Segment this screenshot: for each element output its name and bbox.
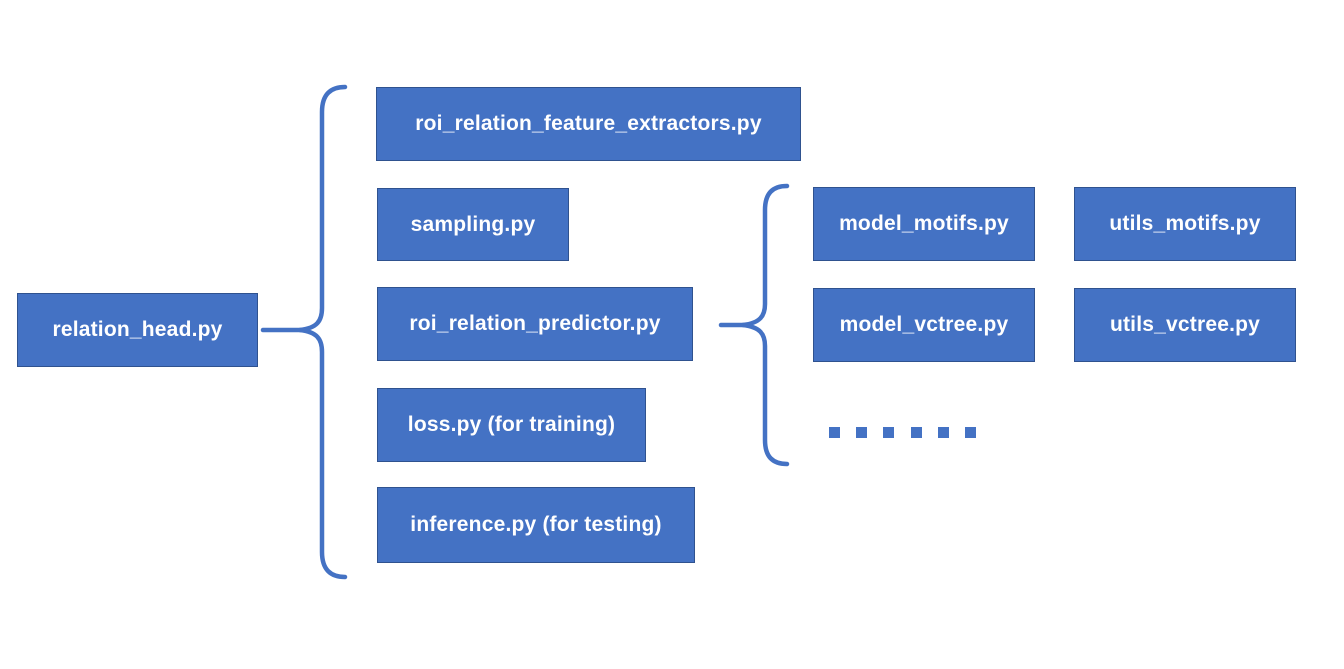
left-curly-brace [297,84,348,580]
node-model-vctree-label: model_vctree.py [839,313,1009,336]
node-sampling: sampling.py [377,188,569,261]
node-relation-head-label: relation_head.py [52,318,223,341]
ellipsis-dot [829,426,840,438]
ellipsis-dot [964,426,976,438]
ellipsis-dot [883,426,895,438]
node-model-vctree: model_vctree.py [813,288,1035,362]
node-relation-head: relation_head.py [17,293,258,367]
node-utils-motifs-label: utils_motifs.py [1109,212,1261,235]
node-utils-vctree-label: utils_vctree.py [1109,313,1261,336]
node-roi-relation-feature-extractors: roi_relation_feature_extractors.py [376,87,801,161]
node-roi-relation-predictor: roi_relation_predictor.py [377,287,693,361]
node-inference-label: inference.py (for testing) [410,513,662,536]
node-loss-label: loss.py (for training) [407,413,616,436]
node-inference: inference.py (for testing) [377,487,695,563]
ellipsis-dot [910,426,922,438]
node-model-motifs-label: model_motifs.py [839,212,1009,235]
right-curly-brace [740,183,790,467]
node-utils-motifs: utils_motifs.py [1074,187,1296,261]
ellipsis-dots [829,426,976,438]
node-model-motifs: model_motifs.py [813,187,1035,261]
ellipsis-dot [937,426,949,438]
node-roi-relation-feature-extractors-label: roi_relation_feature_extractors.py [415,112,762,135]
node-sampling-label: sampling.py [410,212,536,236]
ellipsis-dot [856,426,868,438]
node-loss: loss.py (for training) [377,388,646,462]
node-utils-vctree: utils_vctree.py [1074,288,1296,362]
node-roi-relation-predictor-label: roi_relation_predictor.py [409,312,661,335]
